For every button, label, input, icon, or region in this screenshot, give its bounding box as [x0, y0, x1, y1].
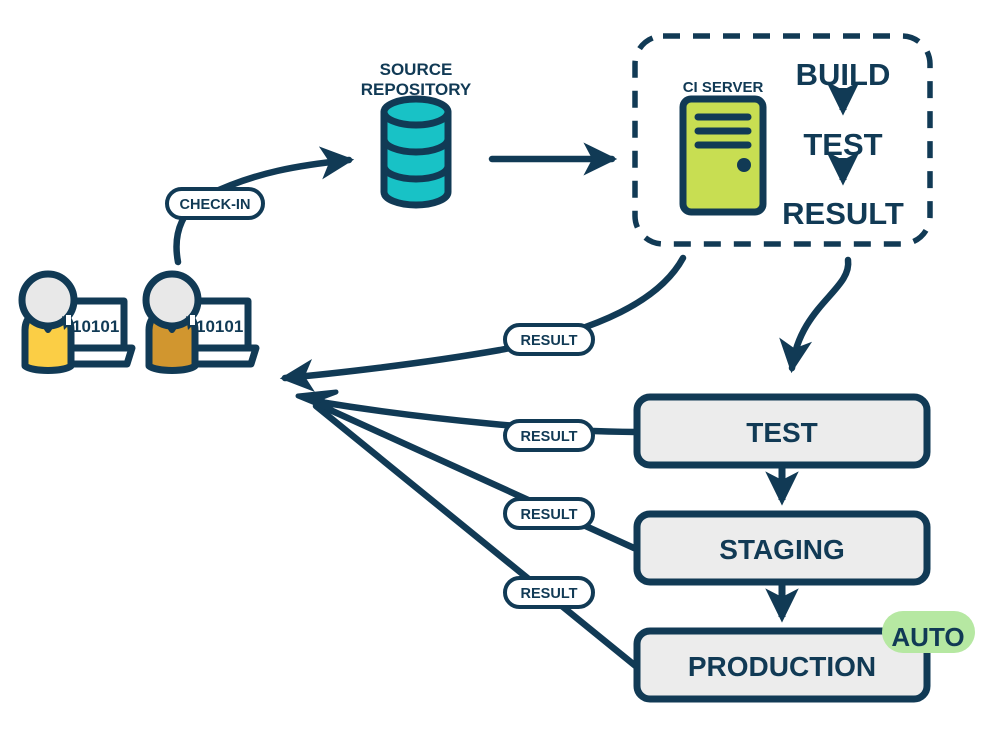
- edge-label-check-in: CHECK-IN: [180, 197, 251, 213]
- stage-box-production[interactable]: [633, 627, 931, 703]
- edge-result-ci: [279, 254, 687, 392]
- auto-badge-label: AUTO: [891, 622, 964, 652]
- pill-result-staging: [503, 497, 595, 530]
- source-repository-label-line2: REPOSITORY: [361, 80, 472, 99]
- stage-box-test[interactable]: [633, 393, 931, 469]
- edge-result-production: [312, 402, 642, 672]
- edge-label-result-ci: RESULT: [521, 333, 578, 349]
- stage-label-staging: STAGING: [719, 534, 844, 565]
- auto-badge: [882, 611, 975, 653]
- pill-result-production: [503, 576, 595, 609]
- edge-result-test: [316, 398, 642, 436]
- developer-one-screen-text: 10101: [72, 317, 119, 336]
- edge-label-result-staging: RESULT: [521, 507, 578, 523]
- pill-check-in: [165, 187, 265, 220]
- ci-step-test: TEST: [803, 127, 882, 162]
- stage-label-test: TEST: [746, 417, 818, 448]
- converged-arrowhead: [295, 389, 339, 413]
- pill-result-test: [503, 419, 595, 452]
- edge-ci-to-test: [779, 256, 852, 374]
- developer-one-icon: [18, 270, 136, 374]
- source-repository-icon: [380, 95, 452, 209]
- ci-step-build: BUILD: [796, 57, 891, 92]
- ci-server-label: CI SERVER: [683, 79, 764, 96]
- server-rack-icon: [679, 95, 767, 216]
- stage-label-production: PRODUCTION: [688, 651, 876, 682]
- developer-two-icon: [142, 270, 260, 374]
- stage-box-staging[interactable]: [633, 510, 931, 586]
- developer-two-screen-text: 10101: [196, 317, 243, 336]
- edge-label-result-test: RESULT: [521, 429, 578, 445]
- source-repository-label-line1: SOURCE: [380, 60, 453, 79]
- edge-label-result-production: RESULT: [521, 586, 578, 602]
- pill-result-ci: [503, 323, 595, 356]
- ci-step-result: RESULT: [782, 196, 904, 231]
